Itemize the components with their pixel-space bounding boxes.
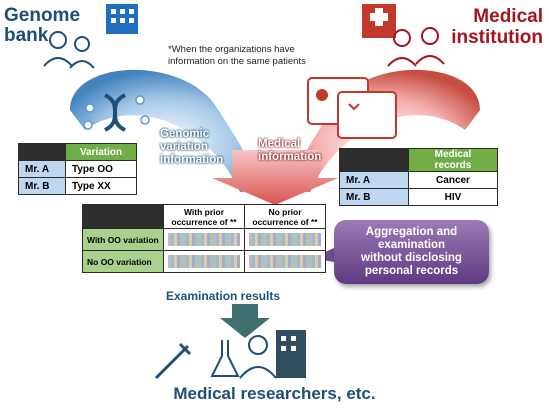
doctor-people-icon bbox=[387, 27, 445, 67]
masked-cell bbox=[244, 250, 326, 273]
row-value: Type OO bbox=[65, 160, 137, 178]
flask-icon bbox=[210, 340, 240, 377]
medical-records-header: Medical records bbox=[408, 148, 498, 172]
medical-records-icon bbox=[307, 77, 397, 139]
table-row: Mr. A Cancer bbox=[339, 171, 498, 189]
row-name: Mr. A bbox=[339, 171, 409, 189]
table-row: Mr. B HIV bbox=[339, 188, 498, 206]
medical-arc bbox=[288, 69, 480, 192]
merge-arrow bbox=[212, 150, 338, 205]
medical-institution-line2: institution bbox=[451, 27, 543, 48]
examination-results-label: Examination results bbox=[166, 289, 281, 303]
footnote: *When the organizations have information… bbox=[168, 44, 306, 67]
genomic-arc-label: Genomic variation information bbox=[160, 128, 223, 167]
dna-icon bbox=[103, 93, 127, 132]
medical-institution-title: Medical institution bbox=[451, 6, 543, 48]
variation-header: Variation bbox=[65, 143, 137, 161]
genomic-label-line: Genomic bbox=[160, 128, 210, 140]
table-row: Mr. A Type OO bbox=[18, 160, 137, 178]
syringe-icon bbox=[154, 342, 192, 380]
masked-cell bbox=[163, 228, 245, 251]
results-arrow bbox=[220, 304, 270, 338]
aggregation-line: personal records bbox=[364, 265, 459, 277]
col-header-no-prior: No prior occurrence of ** bbox=[244, 204, 326, 229]
row-header-no-variation: No OO variation bbox=[82, 250, 164, 273]
table-corner bbox=[18, 143, 66, 161]
aggregation-line: examination bbox=[377, 239, 446, 251]
medical-label-line: information bbox=[258, 151, 322, 163]
row-value: Type XX bbox=[65, 177, 137, 195]
medical-records-table: Medical records Mr. A Cancer Mr. B HIV bbox=[339, 148, 498, 206]
lab-building-icon bbox=[276, 330, 306, 378]
genomic-label-line: information bbox=[160, 154, 224, 166]
genome-bank-title: Genome bank bbox=[4, 6, 80, 46]
col-header-prior: With prior occurrence of ** bbox=[163, 204, 245, 229]
masked-cell bbox=[163, 250, 245, 273]
aggregation-line: without disclosing bbox=[361, 252, 462, 264]
row-name: Mr. A bbox=[18, 160, 66, 178]
table-corner bbox=[339, 148, 409, 172]
aggregation-box: Aggregation and examination without disc… bbox=[334, 220, 489, 284]
medical-institution-line1: Medical bbox=[473, 6, 543, 27]
examination-table: With prior occurrence of ** No prior occ… bbox=[82, 204, 326, 273]
aggregation-line: Aggregation and bbox=[365, 226, 458, 238]
hospital-building-icon bbox=[362, 4, 396, 38]
row-header-with-variation: With OO variation bbox=[82, 228, 164, 251]
genome-bank-line1: Genome bbox=[4, 5, 81, 26]
row-name: Mr. B bbox=[339, 188, 409, 206]
genome-building-icon bbox=[106, 4, 138, 34]
variation-table: Variation Mr. A Type OO Mr. B Type XX bbox=[18, 143, 137, 195]
medical-arc-label: Medical information bbox=[258, 138, 321, 164]
genome-bank-line2: bank bbox=[4, 25, 49, 46]
researcher-icon bbox=[239, 335, 277, 379]
table-row: Mr. B Type XX bbox=[18, 177, 137, 195]
row-name: Mr. B bbox=[18, 177, 66, 195]
row-value: HIV bbox=[408, 188, 498, 206]
genomic-label-line: variation bbox=[160, 141, 208, 153]
molecule-icon bbox=[83, 95, 150, 130]
table-row: With OO variation bbox=[82, 228, 326, 251]
medical-researchers-label: Medical researchers, etc. bbox=[173, 384, 376, 403]
row-value: Cancer bbox=[408, 171, 498, 189]
genome-people-icon bbox=[43, 31, 95, 69]
table-row: No OO variation bbox=[82, 250, 326, 273]
medical-label-line: Medical bbox=[258, 138, 301, 150]
masked-cell bbox=[244, 228, 326, 251]
table-corner bbox=[82, 204, 164, 229]
